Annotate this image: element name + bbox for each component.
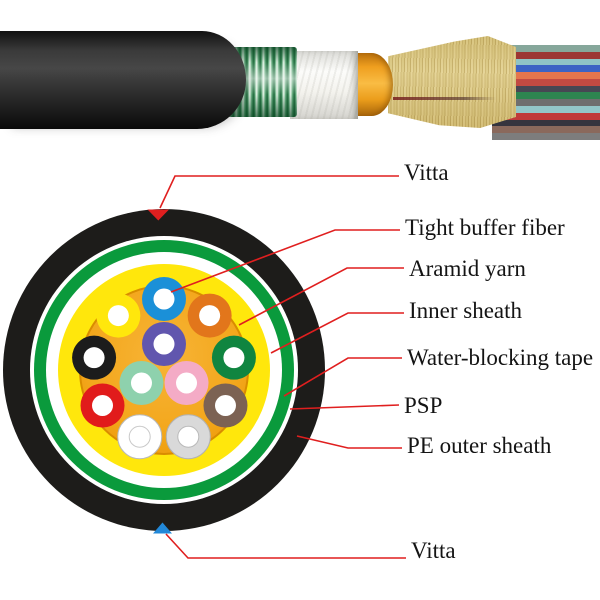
- label-pe-outer-sheath: PE outer sheath: [407, 433, 552, 458]
- leader-aramid-yarn: [238, 267, 404, 326]
- label-aramid-yarn: Aramid yarn: [409, 256, 526, 281]
- inner-sheath-3d: [354, 53, 393, 116]
- label-inner-sheath: Inner sheath: [409, 298, 523, 323]
- pe-outer-jacket-3d: [0, 31, 246, 129]
- tight-buffer-fibers-3d: [492, 45, 600, 140]
- tight-buffer-fiber-outer-3-hole: [214, 395, 236, 416]
- cable-3d-cutaway: [0, 0, 600, 160]
- tight-buffer-fiber-inner-1-hole: [176, 372, 198, 394]
- fiber-strand: [492, 51, 600, 59]
- tight-buffer-fiber-inner-0-hole: [153, 333, 175, 355]
- vitta-marker-top: [147, 209, 169, 221]
- fiber-strand: [492, 126, 600, 134]
- tight-buffer-fiber-outer-7-hole: [83, 347, 105, 369]
- water-blocking-tape-3d: [290, 51, 358, 119]
- label-tight-buffer-fiber: Tight buffer fiber: [405, 215, 565, 240]
- leader-psp: [289, 404, 400, 410]
- fiber-strand: [492, 72, 600, 79]
- fiber-strand: [492, 99, 600, 107]
- fiber-strand: [492, 106, 600, 113]
- fiber-strand: [492, 133, 600, 140]
- fiber-strand: [492, 92, 600, 100]
- leader-inner-sheath: [270, 312, 404, 354]
- leader-vitta-top: [159, 175, 399, 209]
- tight-buffer-fiber-outer-6-hole: [92, 395, 114, 416]
- tight-buffer-fiber-inner-2-hole: [130, 372, 152, 394]
- fiber-strand: [492, 45, 600, 52]
- vitta-marker-bottom: [153, 522, 172, 534]
- tight-buffer-fiber-outer-1-hole: [199, 305, 221, 327]
- label-water-blocking-tape: Water-blocking tape: [407, 345, 594, 370]
- fiber-strand: [492, 65, 600, 73]
- fiber-strand: [492, 119, 600, 127]
- leader-vitta-bottom: [165, 533, 406, 559]
- label-vitta-bottom: Vitta: [411, 538, 456, 563]
- fiber-strand: [492, 78, 600, 86]
- tight-buffer-fiber-outer-5-hole: [128, 425, 151, 448]
- label-psp: PSP: [404, 393, 443, 418]
- leader-tight-buffer-fiber: [170, 229, 400, 293]
- fiber-strand: [492, 85, 600, 93]
- fiber-strand: [492, 58, 600, 66]
- leader-water-blocking-tape: [283, 357, 402, 397]
- tight-buffer-fiber-outer-8-hole: [107, 305, 129, 327]
- leader-pe-outer-sheath: [296, 435, 402, 449]
- fiber-strand: [492, 112, 600, 120]
- tight-buffer-fiber-outer-4-hole: [177, 425, 200, 448]
- tight-buffer-fiber-outer-0-hole: [153, 288, 175, 310]
- tight-buffer-fiber-outer-2-hole: [223, 347, 245, 369]
- label-vitta-top: Vitta: [404, 160, 449, 185]
